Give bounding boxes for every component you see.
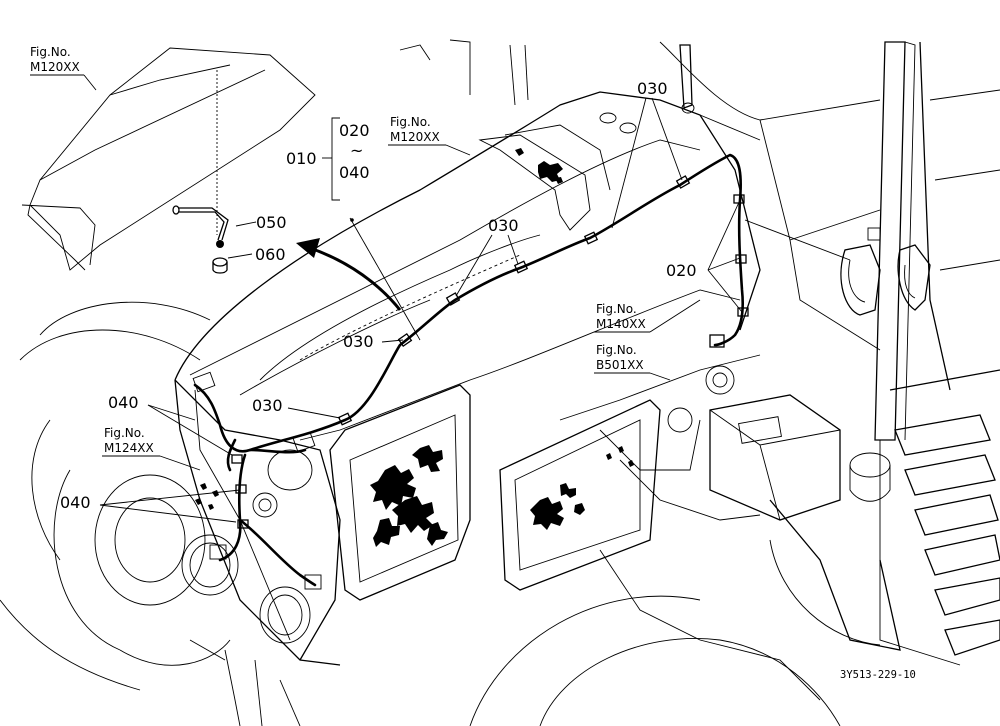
callout-020-right: 020 <box>666 261 697 280</box>
callout-030-top: 030 <box>637 79 668 98</box>
fig-ref-left-line2: M124XX <box>104 441 154 455</box>
callout-030-low: 030 <box>252 396 283 415</box>
direction-arrow <box>296 238 402 311</box>
part-number-callouts: 010 020 ~ 040 050 060 030 030 030 030 02… <box>60 79 697 512</box>
fig-ref-top-left-line1: Fig.No. <box>30 45 71 59</box>
fig-ref-right1-line1: Fig.No. <box>596 302 637 316</box>
drawing-number: 3Y513-229-10 <box>840 669 916 681</box>
callout-040-left-upper: 040 <box>108 393 139 412</box>
fig-ref-right2-line2: B501XX <box>596 358 644 372</box>
grille-mesh-patches <box>195 148 634 547</box>
antenna-cable-part <box>172 205 229 274</box>
fig-ref-right1-line2: M140XX <box>596 317 646 331</box>
figure-references: Fig.No. M120XX Fig.No. M120XX Fig.No. M1… <box>30 45 646 455</box>
background-linework <box>0 39 1000 726</box>
callout-range-tilde: ~ <box>350 141 363 160</box>
callout-040-range-end: 040 <box>339 163 370 182</box>
leader-lines <box>30 74 743 523</box>
wiring-harness <box>193 153 749 587</box>
fig-ref-right2-line1: Fig.No. <box>596 343 637 357</box>
callout-020-range-start: 020 <box>339 121 370 140</box>
callout-040-left-lower: 040 <box>60 493 91 512</box>
fig-ref-top-left-line2: M120XX <box>30 60 80 74</box>
callout-060: 060 <box>255 245 286 264</box>
fig-ref-left-line1: Fig.No. <box>104 426 145 440</box>
callout-030-center: 030 <box>343 332 374 351</box>
fig-ref-hood-line1: Fig.No. <box>390 115 431 129</box>
callout-010: 010 <box>286 149 317 168</box>
callout-030-mid: 030 <box>488 216 519 235</box>
harness-clamps <box>231 175 749 529</box>
callout-050: 050 <box>256 213 287 232</box>
fig-ref-hood-line2: M120XX <box>390 130 440 144</box>
